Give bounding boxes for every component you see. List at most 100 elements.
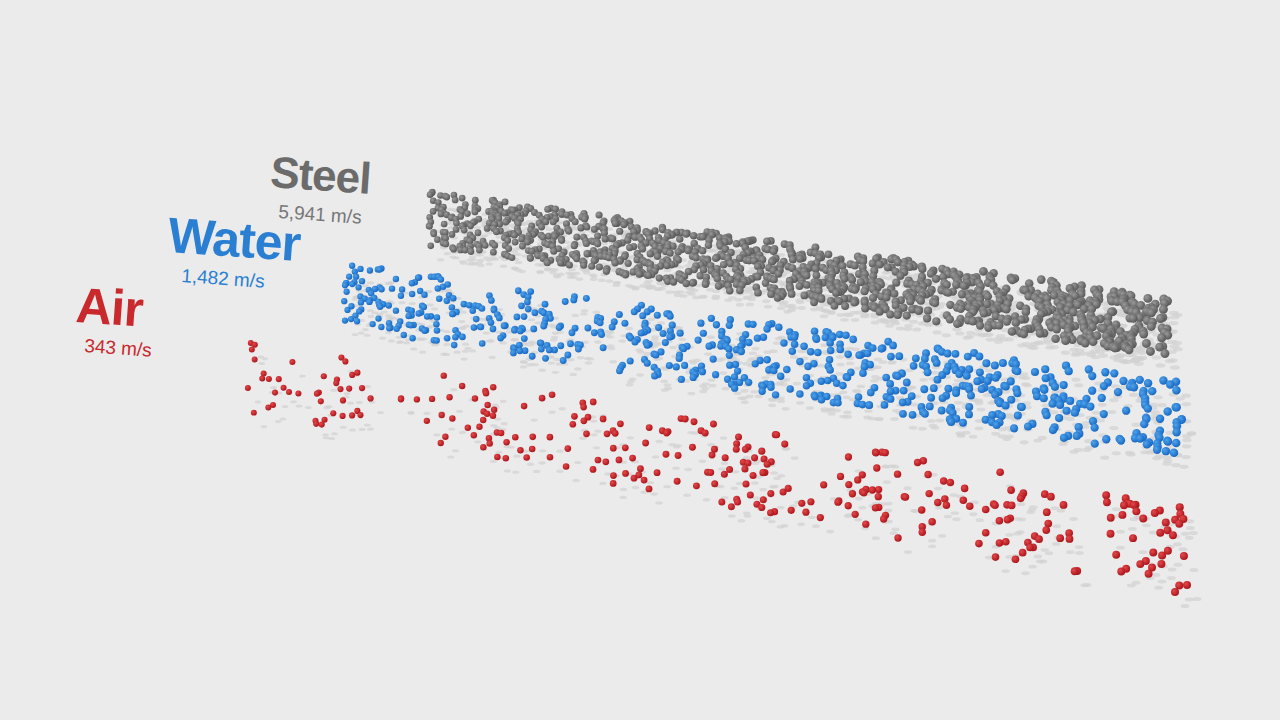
particle-shadow <box>527 343 534 346</box>
particle-shadow <box>652 455 660 458</box>
particle-shadow <box>580 312 588 315</box>
particle-shadow <box>836 355 844 359</box>
particle-shadow <box>860 315 869 319</box>
particle-shadow <box>347 402 354 405</box>
particle-shadow <box>690 361 698 365</box>
particle-shadow <box>827 412 835 416</box>
particle-shadow <box>637 350 645 354</box>
particle-shadow <box>1158 403 1167 407</box>
particle-shadow <box>1182 444 1191 448</box>
particle-shadow <box>1136 351 1146 355</box>
particle-shadow <box>703 498 711 501</box>
particle-shadow <box>1112 507 1121 511</box>
particle-shadow <box>500 264 508 267</box>
particle-shadow <box>975 426 984 430</box>
particle-shadow <box>942 333 951 337</box>
particle-shadow <box>487 339 494 342</box>
particle-shadow <box>768 403 776 407</box>
particle-shadow <box>520 365 527 368</box>
particle-shadow <box>643 281 651 285</box>
particle-shadow <box>985 368 994 372</box>
particle-shadow <box>358 332 365 335</box>
particle-shadow <box>952 517 960 521</box>
particle-shadow <box>933 330 942 334</box>
particle-shadow <box>533 470 540 473</box>
particle-shadow <box>969 435 978 439</box>
particle-shadow <box>1171 463 1180 467</box>
particle-shadow <box>731 487 739 491</box>
particle-shadow <box>330 389 337 392</box>
particle-shadow <box>852 347 860 351</box>
particle-shadow <box>305 406 312 409</box>
particle-shadow <box>299 375 306 378</box>
particle-shadow <box>1182 438 1191 442</box>
particle-shadow <box>433 433 440 436</box>
particle-shadow <box>925 322 934 326</box>
particle-shadow <box>501 422 508 425</box>
particle-shadow <box>499 341 506 344</box>
particle-shadow <box>934 487 942 491</box>
particle-shadow <box>437 258 444 261</box>
particle-shadow <box>855 497 863 501</box>
particle-shadow <box>1091 355 1101 359</box>
particle-shadow <box>474 440 481 443</box>
particle-shadow <box>660 380 668 384</box>
particle-shadow <box>1179 465 1188 469</box>
particle-shadow <box>556 470 563 473</box>
particle-shadow <box>447 455 454 458</box>
particle-shadow <box>655 501 663 504</box>
particle-shadow <box>955 331 964 335</box>
particle-shadow <box>259 362 266 365</box>
particle-shadow <box>459 326 466 329</box>
particle-shadow <box>590 278 598 282</box>
particle-shadow <box>593 311 601 314</box>
particle-shadow <box>903 327 912 331</box>
particle-shadow <box>1021 376 1030 380</box>
particle-shadow <box>665 290 673 294</box>
particle-shadow <box>367 281 374 284</box>
particle-shadow <box>456 410 463 413</box>
particle-shadow <box>678 337 686 341</box>
particle-shadow <box>452 256 459 259</box>
particle-shadow <box>854 518 862 522</box>
particle-shadow <box>587 357 595 360</box>
particle-shadow <box>290 400 297 403</box>
particle-shadow <box>919 378 928 382</box>
particle-shadow <box>827 311 836 315</box>
particle-shadow <box>486 262 493 265</box>
particle-shadow <box>460 261 467 264</box>
particle-shadow <box>912 328 921 332</box>
particle-shadow <box>648 317 656 321</box>
particle-shadow <box>500 400 507 403</box>
particle-shadow <box>752 462 760 466</box>
particle-shadow <box>994 340 1003 344</box>
particle-shadow <box>548 411 555 414</box>
particle-shadow <box>764 305 772 309</box>
particle-shadow <box>741 400 749 404</box>
particle-shadow <box>1017 502 1025 506</box>
particle-shadow <box>952 327 961 331</box>
particle-shadow <box>1058 442 1067 446</box>
particle-shadow <box>443 343 450 346</box>
particle-shadow <box>749 351 757 355</box>
particle-shadow <box>444 252 451 255</box>
particle-shadow <box>571 314 579 317</box>
particle-shadow <box>386 282 393 285</box>
particle-shadow <box>878 360 886 364</box>
particle-shadow <box>443 330 450 333</box>
particle-shadow <box>1020 440 1029 444</box>
particle-shadow <box>262 357 269 360</box>
particle-shadow <box>612 283 620 287</box>
particle-shadow <box>673 445 681 448</box>
particle-shadow <box>1034 438 1043 442</box>
particle-shadow <box>618 339 626 343</box>
particle-shadow <box>880 320 889 324</box>
particle-shadow <box>777 399 785 403</box>
particle-shadow <box>977 408 986 412</box>
particle-shadow <box>576 277 584 281</box>
particle-shadow <box>777 306 785 310</box>
particle-shadow <box>882 465 890 469</box>
particle-shadow <box>590 433 597 436</box>
particle-shadow <box>396 341 403 344</box>
particle-shadow <box>515 261 523 264</box>
